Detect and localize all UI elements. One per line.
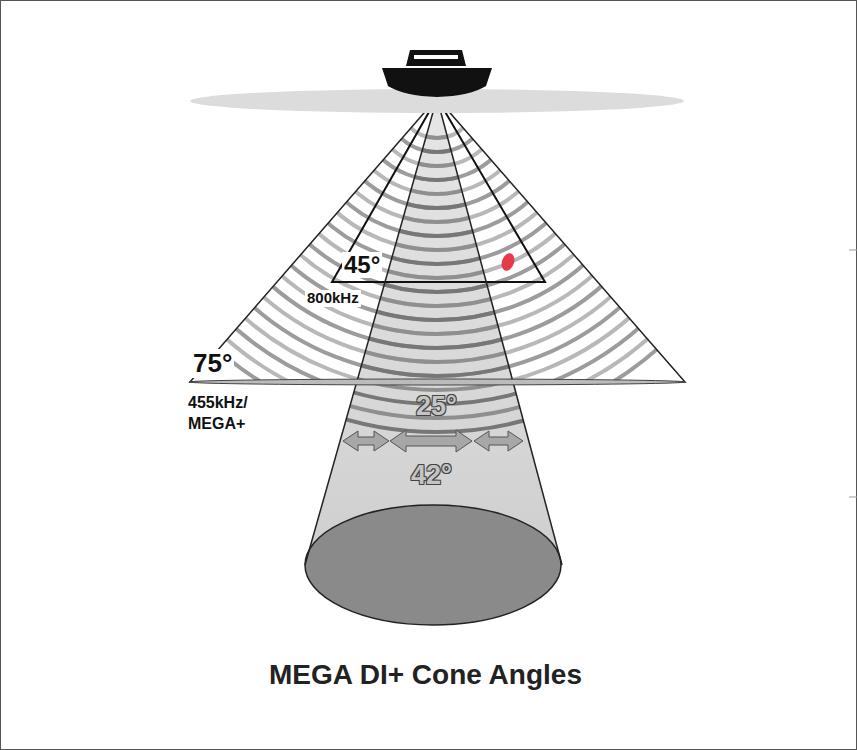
angle-label: 25° bbox=[416, 392, 457, 422]
sonar-ring bbox=[145, 0, 729, 390]
sonar-ring bbox=[117, 0, 757, 418]
sonar-ring bbox=[285, 0, 589, 250]
sonar-ring bbox=[271, 0, 603, 264]
sonar-ring bbox=[201, 0, 673, 334]
sonar-ring bbox=[173, 0, 701, 362]
sonar-ring bbox=[243, 0, 631, 292]
sonar-ring bbox=[131, 0, 743, 404]
sonar-ring bbox=[117, 0, 757, 418]
sonar-ring bbox=[257, 0, 617, 278]
sonar-ring bbox=[243, 0, 631, 292]
sonar-ring bbox=[201, 0, 673, 334]
sonar-ring bbox=[215, 0, 659, 320]
sonar-ring bbox=[299, 0, 575, 236]
sonar-ring bbox=[103, 0, 771, 432]
sonar-ring bbox=[103, 0, 771, 432]
sonar-ring bbox=[159, 0, 715, 376]
angle-label: 45° bbox=[342, 252, 382, 278]
sonar-ring bbox=[229, 0, 645, 306]
sonar-ring bbox=[285, 0, 589, 250]
sonar-ring bbox=[187, 0, 687, 348]
sonar-ring bbox=[173, 0, 701, 362]
sonar-ring bbox=[229, 0, 645, 306]
sonar-ring bbox=[131, 0, 743, 404]
sonar-ring bbox=[215, 0, 659, 320]
angle-label: 42° bbox=[411, 461, 452, 491]
sonar-ring bbox=[271, 0, 603, 264]
sonar-ring bbox=[159, 0, 715, 376]
frequency-label: 455kHz/ MEGA+ bbox=[188, 393, 268, 435]
angle-label: 75° bbox=[191, 349, 234, 378]
sonar-ring bbox=[187, 0, 687, 348]
caption: MEGA DI+ Cone Angles bbox=[269, 660, 582, 691]
sonar-ring bbox=[257, 0, 617, 278]
frequency-label: 800kHz bbox=[305, 290, 361, 307]
sonar-ring bbox=[299, 0, 575, 236]
sonar-ring bbox=[145, 0, 729, 390]
